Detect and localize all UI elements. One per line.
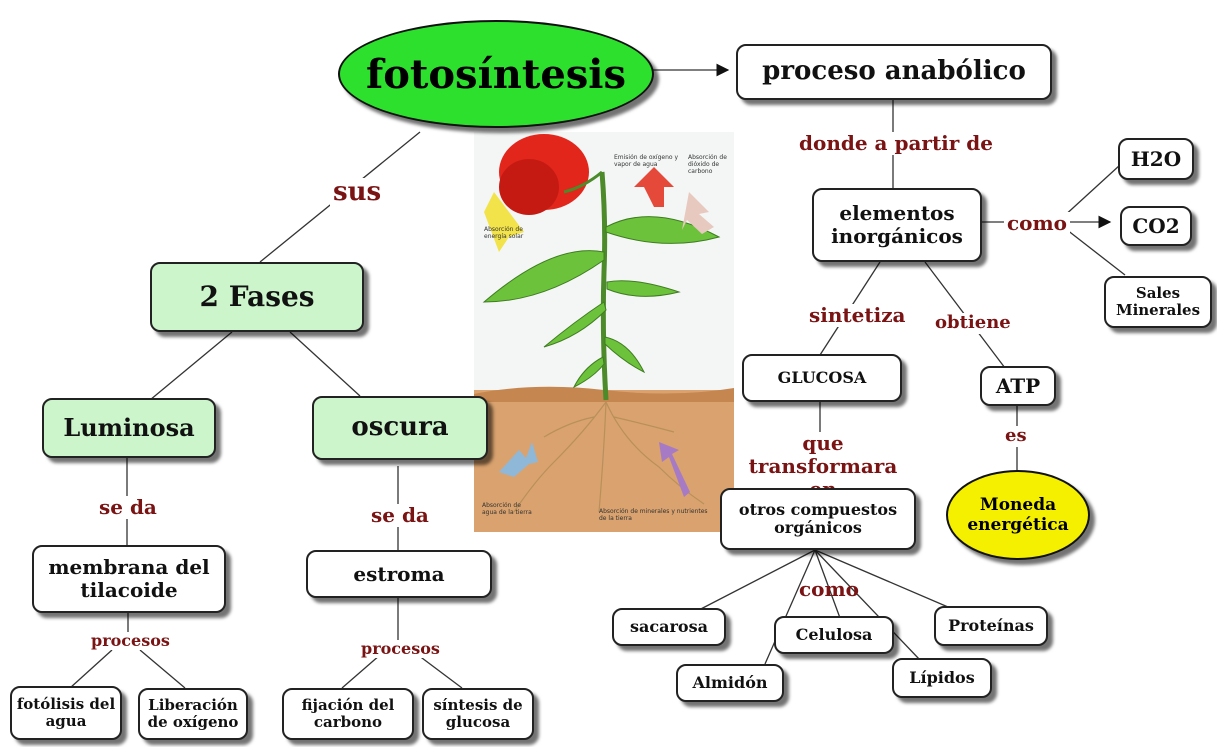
node-fijacion[interactable]: fijación del carbono xyxy=(282,688,414,740)
node-elementos-inorganicos[interactable]: elementos inorgánicos xyxy=(812,188,982,262)
title-fotosintesis[interactable]: fotosíntesis xyxy=(338,20,654,128)
caption-minerals: Absorción de minerales y nutrientes de l… xyxy=(599,508,708,523)
leaves xyxy=(482,216,721,389)
node-sales-minerales[interactable]: Sales Minerales xyxy=(1104,276,1212,328)
link-obtiene: obtiene xyxy=(932,312,1014,334)
link-procesos-2: procesos xyxy=(358,639,443,659)
water-arrow xyxy=(499,442,538,477)
node-h2o[interactable]: H2O xyxy=(1118,138,1194,180)
node-lipidos[interactable]: Lípidos xyxy=(892,658,992,698)
plant-drawing xyxy=(474,132,734,532)
node-sacarosa[interactable]: sacarosa xyxy=(612,608,726,646)
node-atp[interactable]: ATP xyxy=(980,366,1056,406)
node-proteinas[interactable]: Proteínas xyxy=(934,606,1048,646)
node-almidon[interactable]: Almidón xyxy=(676,664,784,702)
link-donde: donde a partir de xyxy=(796,132,996,155)
oxygen-arrow xyxy=(634,167,674,207)
link-como-1: como xyxy=(1004,212,1071,235)
node-co2[interactable]: CO2 xyxy=(1120,206,1192,246)
minerals-arrow xyxy=(659,442,690,497)
node-glucosa[interactable]: GLUCOSA xyxy=(742,354,902,402)
node-sintesis[interactable]: síntesis de glucosa xyxy=(422,688,534,740)
node-oscura[interactable]: oscura xyxy=(312,396,488,460)
link-procesos-1: procesos xyxy=(88,631,173,651)
node-fotolisis[interactable]: fotólisis del agua xyxy=(10,686,122,740)
caption-co2: Absorción de dióxido de carbono xyxy=(688,154,727,176)
plant-illustration: Emisión de oxígeno y vapor de agua Absor… xyxy=(474,132,734,532)
link-como-2: como xyxy=(799,577,860,601)
flower xyxy=(499,134,603,215)
node-otros-compuestos[interactable]: otros compuestos orgánicos xyxy=(720,488,916,550)
node-2-fases[interactable]: 2 Fases xyxy=(150,262,364,332)
sun-arrow xyxy=(484,192,524,252)
caption-water: Absorción de agua de la tierra xyxy=(482,502,532,517)
node-moneda-energetica[interactable]: Moneda energética xyxy=(946,470,1090,560)
link-se-da-luminosa: se da xyxy=(96,496,160,519)
link-sus: sus xyxy=(330,177,385,208)
node-estroma[interactable]: estroma xyxy=(306,550,492,598)
link-se-da-oscura: se da xyxy=(368,504,432,527)
caption-solar: Absorción de energía solar xyxy=(484,226,524,241)
link-sintetiza: sintetiza xyxy=(806,304,909,327)
node-luminosa[interactable]: Luminosa xyxy=(42,398,216,458)
node-membrana-tilacoide[interactable]: membrana del tilacoide xyxy=(32,545,226,613)
caption-oxygen: Emisión de oxígeno y vapor de agua xyxy=(614,154,679,169)
node-proceso-anabolico[interactable]: proceso anabólico xyxy=(736,44,1052,100)
node-celulosa[interactable]: Celulosa xyxy=(774,616,894,654)
link-es: es xyxy=(1002,425,1030,447)
node-liberacion[interactable]: Liberación de oxígeno xyxy=(138,688,248,740)
co2-arrow xyxy=(682,192,714,234)
